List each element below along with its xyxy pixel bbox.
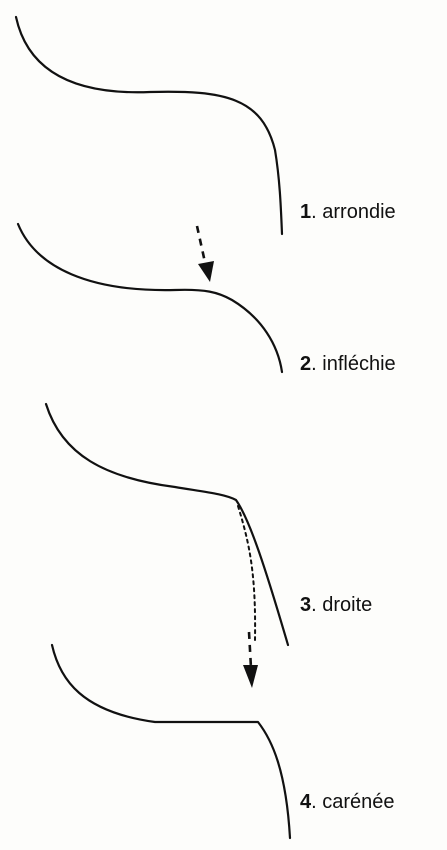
profile-4-label: 4. carénée (300, 792, 395, 812)
profile-4-number: 4 (300, 791, 311, 813)
profile-2-label: 2. infléchie (300, 354, 396, 374)
profile-3-name: droite (322, 594, 372, 616)
profile-4-arrow-head (243, 665, 258, 688)
profile-2-number: 2 (300, 353, 311, 375)
profile-2-arrow-shaft (197, 226, 206, 267)
profile-2-curve (18, 224, 282, 372)
profile-1-label: 1. arrondie (300, 202, 396, 222)
profile-2-name: infléchie (322, 353, 395, 375)
profile-1-name: arrondie (322, 201, 395, 223)
profile-1-number: 1 (300, 201, 311, 223)
profile-4-arrow-shaft (249, 632, 251, 668)
profile-1-curve (16, 17, 282, 234)
profile-3-number: 3 (300, 594, 311, 616)
profile-3-dotted-line (238, 506, 255, 640)
profile-3-label: 3. droite (300, 595, 372, 615)
profile-4-name: carénée (322, 791, 394, 813)
profile-3-curve (46, 404, 288, 645)
profile-2-arrow-head (198, 261, 214, 282)
